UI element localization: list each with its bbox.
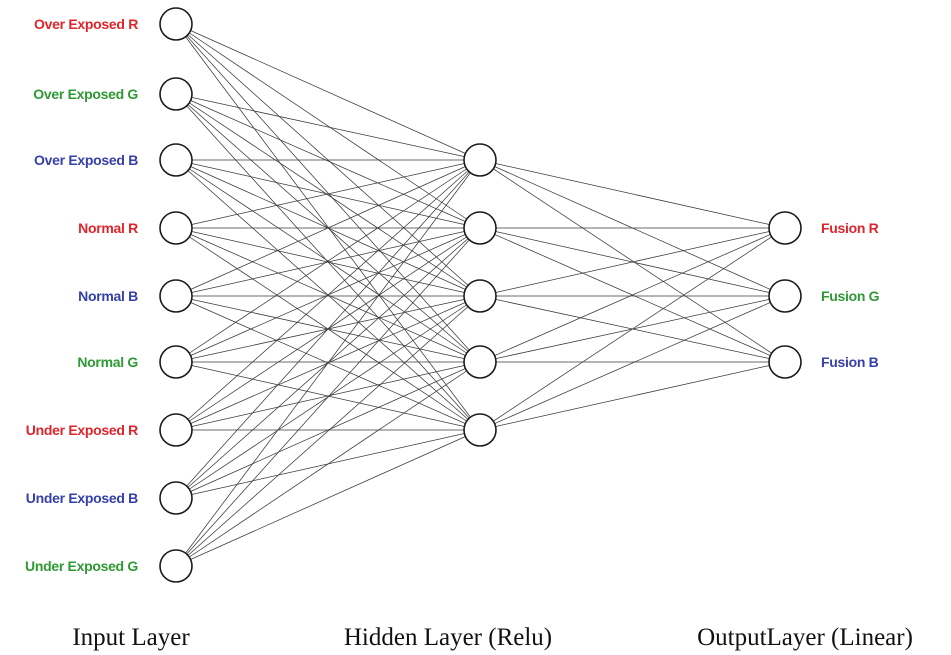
input-node-label-5: Normal B (78, 288, 138, 304)
edge-input-8-hidden-4 (175, 361, 481, 499)
edge-input-2-hidden-1 (175, 93, 481, 161)
edge-input-2-hidden-3 (175, 93, 481, 297)
input-node-label-9: Under Exposed G (25, 558, 138, 574)
output-node-3 (768, 345, 802, 379)
input-node-4 (159, 211, 193, 245)
input-node-label-7: Under Exposed R (26, 422, 138, 438)
edge-input-1-hidden-2 (175, 23, 481, 229)
edge-input-4-hidden-1 (175, 159, 481, 229)
output-node-label-3: Fusion B (821, 354, 879, 370)
edge-hidden-3-output-1 (479, 227, 786, 297)
output-node-label-1: Fusion R (821, 220, 879, 236)
input-layer-title: Input Layer (72, 624, 190, 651)
output-node-2 (768, 279, 802, 313)
input-node-label-3: Over Exposed B (34, 152, 138, 168)
input-node-label-8: Under Exposed B (26, 490, 138, 506)
edge-input-9-hidden-2 (175, 227, 481, 567)
edge-hidden-1-output-3 (479, 159, 786, 363)
node-labels: Over Exposed R Over Exposed G Over Exposed… (25, 16, 880, 574)
edge-input-9-hidden-3 (175, 295, 481, 567)
edge-input-1-hidden-1 (175, 23, 481, 161)
edge-input-5-hidden-1 (175, 159, 481, 297)
edge-input-9-hidden-1 (175, 159, 481, 567)
edge-input-7-hidden-1 (175, 159, 481, 431)
hidden-node-3 (463, 279, 497, 313)
edge-hidden-1-output-1 (479, 159, 786, 229)
edge-hidden-5-output-2 (479, 295, 786, 431)
hidden-node-1 (463, 143, 497, 177)
input-node-7 (159, 413, 193, 447)
network-nodes (159, 7, 802, 583)
edge-input-2-hidden-2 (175, 93, 481, 229)
edge-input-1-hidden-5 (175, 23, 481, 431)
edge-input-1-hidden-4 (175, 23, 481, 363)
edge-input-6-hidden-1 (175, 159, 481, 363)
edge-input-7-hidden-4 (175, 361, 481, 431)
hidden-node-2 (463, 211, 497, 245)
input-node-label-4: Normal R (78, 220, 138, 236)
edge-input-9-hidden-4 (175, 361, 481, 567)
input-node-2 (159, 77, 193, 111)
output-layer-title: OutputLayer (Linear) (697, 624, 913, 651)
input-node-label-6: Normal G (77, 354, 138, 370)
edge-input-5-hidden-2 (175, 227, 481, 297)
edge-hidden-5-output-1 (479, 227, 786, 431)
input-node-9 (159, 549, 193, 583)
output-node-label-2: Fusion G (821, 288, 880, 304)
input-node-label-2: Over Exposed G (33, 86, 138, 102)
input-node-3 (159, 143, 193, 177)
edge-input-9-hidden-5 (175, 429, 481, 567)
hidden-layer-title: Hidden Layer (Relu) (344, 624, 552, 651)
edge-hidden-5-output-3 (479, 361, 786, 431)
input-node-label-1: Over Exposed R (34, 16, 138, 32)
connection-edges (175, 23, 786, 567)
input-node-6 (159, 345, 193, 379)
input-node-8 (159, 481, 193, 515)
input-node-1 (159, 7, 193, 41)
input-node-5 (159, 279, 193, 313)
edge-hidden-4-output-1 (479, 227, 786, 363)
hidden-node-5 (463, 413, 497, 447)
output-node-1 (768, 211, 802, 245)
edge-input-8-hidden-1 (175, 159, 481, 499)
hidden-node-4 (463, 345, 497, 379)
